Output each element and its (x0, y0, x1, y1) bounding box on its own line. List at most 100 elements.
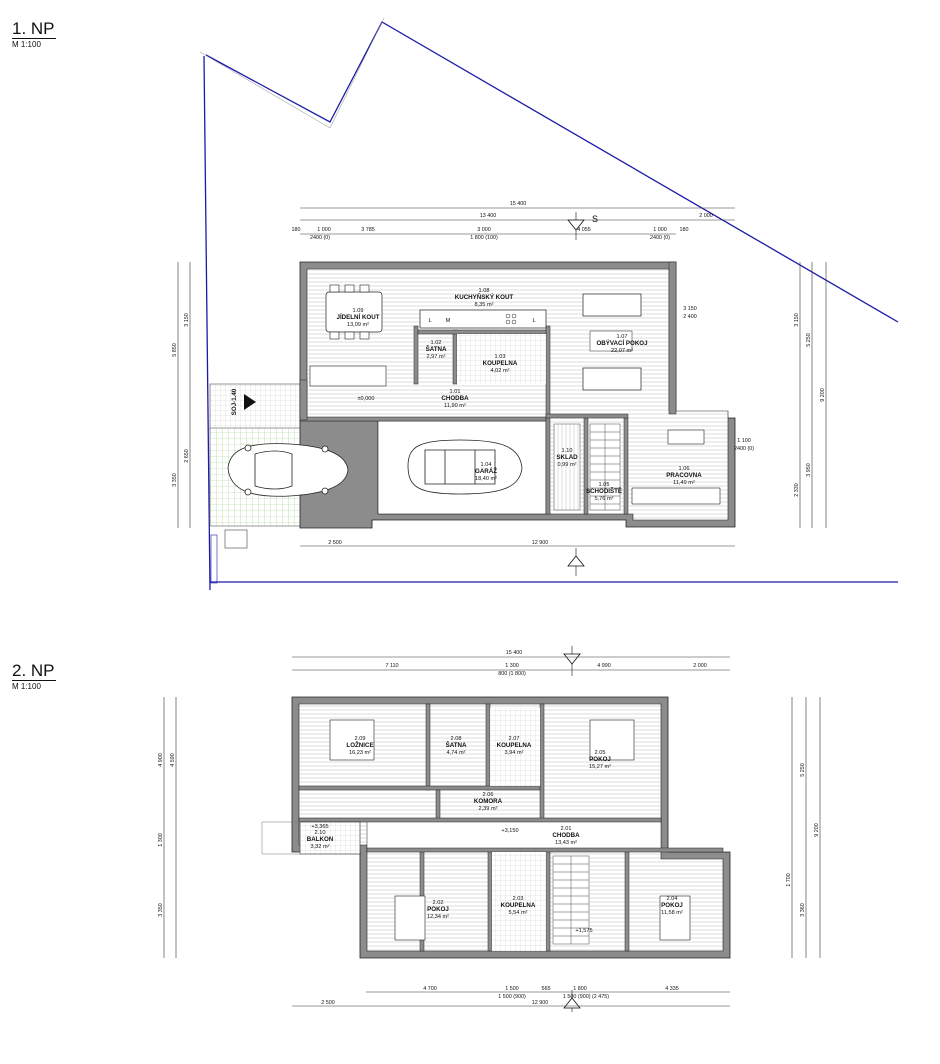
plan-2-dim-bottom-a-4: 4 335 (665, 986, 679, 992)
room-1-07-no: 1.07 (617, 334, 628, 340)
plan-1-dim-b: 2 000 (699, 213, 713, 219)
room-1-10-no: 1.10 (562, 448, 573, 454)
plan-1-dim-left-7: 2 650 (184, 449, 190, 463)
room-2-04-no: 2.04 (667, 896, 678, 902)
room-1-09-area: 13,09 m² (347, 322, 369, 328)
room-1-06-no: 1.06 (679, 466, 690, 472)
plan-1-room-labels: 1.09 JÍDELNÍ KOUT 13,09 m² 1.08 KUCHYŇSK… (337, 288, 703, 502)
plan-1-level: ±0,000 (357, 396, 374, 402)
room-1-03-area: 4,02 m² (491, 368, 510, 374)
plan-2-dim-top-0: 7 110 (385, 663, 398, 669)
plan-1-dim-r1b-1: 1 800 (100) (470, 235, 498, 241)
plan-2-header: 2. NP M 1:100 (12, 662, 56, 691)
plan-2-level-3: +1,575 (575, 928, 592, 934)
plan-1-dim-right-in-1: 2 400 (683, 314, 697, 320)
plan-1-dim-r1-2: 1 000 (317, 227, 331, 233)
plan-1-dim-right-2: 5 250 (806, 333, 812, 347)
room-2-07-no: 2.07 (509, 736, 520, 742)
plan-2-dim-left-0: 4 900 (158, 753, 164, 767)
plan-1-section-label-top: S (592, 214, 598, 224)
room-1-06-area: 11,49 m² (673, 480, 695, 486)
plan-2-dim-bottom-a-0: 4 700 (423, 986, 437, 992)
plan-2-building (261, 696, 731, 959)
plan-1-car-suv (407, 439, 523, 495)
plan-1-building: L M L (299, 261, 736, 529)
plan-2-dim-bottom-0: 2 500 (321, 1000, 335, 1006)
plan-2-dimension-lines (163, 656, 821, 1007)
room-2-09-area: 16,23 m² (349, 750, 371, 756)
plan-2-dim-left-2: 1 300 (158, 833, 164, 847)
plan-2-dim-bottom-1: 12 900 (532, 1000, 549, 1006)
room-1-03-no: 1.03 (495, 354, 506, 360)
plan-1-title: 1. NP (12, 19, 55, 38)
plan-1-dim-r1-5: 4 055 (577, 227, 591, 233)
plan-1-dim-left-2: 5 850 (172, 343, 178, 357)
room-1-09-no: 1.09 (353, 308, 364, 314)
plan-1-dim-a: 13 400 (480, 213, 497, 219)
room-2-02-name: POKOJ (427, 906, 449, 913)
room-1-08-no: 1.08 (479, 288, 490, 294)
room-1-03-name: KOUPELNA (483, 360, 518, 367)
plan-1-scale: M 1:100 (12, 38, 56, 49)
plan-2-dim-right-7: 1 700 (786, 873, 792, 887)
room-1-01-area: 11,90 m² (444, 403, 466, 409)
plan-1-dim-r1-8: 180 (680, 227, 689, 233)
room-1-05-no: 1.05 (599, 482, 610, 488)
room-2-10-name: BALKON (307, 836, 334, 843)
room-2-05-no: 2.05 (595, 750, 606, 756)
room-1-02-name: ŠATNA (426, 345, 447, 353)
room-2-07-name: KOUPELNA (497, 742, 532, 749)
plan-1-dim-right-6: 2400 (0) (734, 446, 754, 452)
room-1-04-no: 1.04 (481, 462, 492, 468)
room-2-10-no: 2.10 (315, 830, 326, 836)
plan-2-dim-top-2: 4 990 (597, 663, 611, 669)
room-2-02-no: 2.02 (433, 900, 444, 906)
room-2-09-no: 2.09 (355, 736, 366, 742)
room-1-10-area: 0,99 m² (558, 462, 577, 468)
room-2-03-name: KOUPELNA (501, 902, 536, 909)
room-2-04-name: POKOJ (661, 902, 683, 909)
plan-2-level-1: +3,365 (311, 824, 328, 830)
plan-1-section-marker-top: S (567, 212, 598, 240)
plan-2-dim-top-b: 800 (1 800) (498, 671, 526, 677)
room-1-10-name: SKLAD (556, 454, 578, 461)
plan-2-dim-bottom-b-0: 1 500 (900) (498, 994, 526, 1000)
plan-1-dim-bottom-0: 2 500 (328, 540, 342, 546)
plan-1-dim-right-8: 3 950 (806, 463, 812, 477)
plan-1-dim-r1-4: 3 000 (477, 227, 491, 233)
plan-1-section-marker-bottom (567, 548, 585, 576)
plan-2-dim-top-1: 1 300 (505, 663, 519, 669)
room-2-05-area: 15,27 m² (589, 764, 611, 770)
room-1-01-name: CHODBA (441, 395, 469, 402)
room-2-06-area: 2,39 m² (479, 806, 498, 812)
plan-2-dim-left-5: 3 350 (158, 903, 164, 917)
plan-1-dim-left-9: 3 350 (172, 473, 178, 487)
room-2-06-no: 2.06 (483, 792, 494, 798)
plan-1-entry-arrow-icon (244, 394, 256, 410)
plan-2-dim-right-6: 9 200 (814, 823, 820, 837)
svg-text:L: L (428, 318, 431, 324)
plan-2-dim-bottom-a-2: 565 (542, 986, 551, 992)
plan-1-dim-r1b-0: 2400 (0) (310, 235, 330, 241)
room-1-02-no: 1.02 (431, 340, 442, 346)
room-2-10-area: 3,32 m² (311, 844, 330, 850)
plan-1-dim-right-in-0: 3 150 (683, 306, 697, 312)
room-2-01-area: 13,43 m² (555, 840, 577, 846)
svg-text:M: M (446, 318, 451, 324)
plan-1-dim-left-0: 3 150 (184, 313, 190, 327)
room-1-05-name: SCHODIŠTĚ (586, 487, 622, 495)
room-2-03-area: 5,54 m² (509, 910, 528, 916)
plan-1-car-convertible (227, 443, 349, 497)
plan-1-dim-r1-6: 1 000 (653, 227, 667, 233)
room-2-07-area: 3,94 m² (505, 750, 524, 756)
room-1-02-area: 2,97 m² (427, 354, 446, 360)
plan-2-scale: M 1:100 (12, 680, 56, 691)
plan-1-dim-right-0: 3 150 (794, 313, 800, 327)
plan-1-dim-right-4: 9 200 (820, 388, 826, 402)
room-2-09-name: LOŽNICE (346, 741, 373, 749)
plan-2-level-2: +3,150 (501, 828, 518, 834)
room-2-05-name: POKOJ (589, 756, 611, 763)
svg-text:L: L (532, 318, 535, 324)
plan-1-dim-right-7: 2 330 (794, 483, 800, 497)
